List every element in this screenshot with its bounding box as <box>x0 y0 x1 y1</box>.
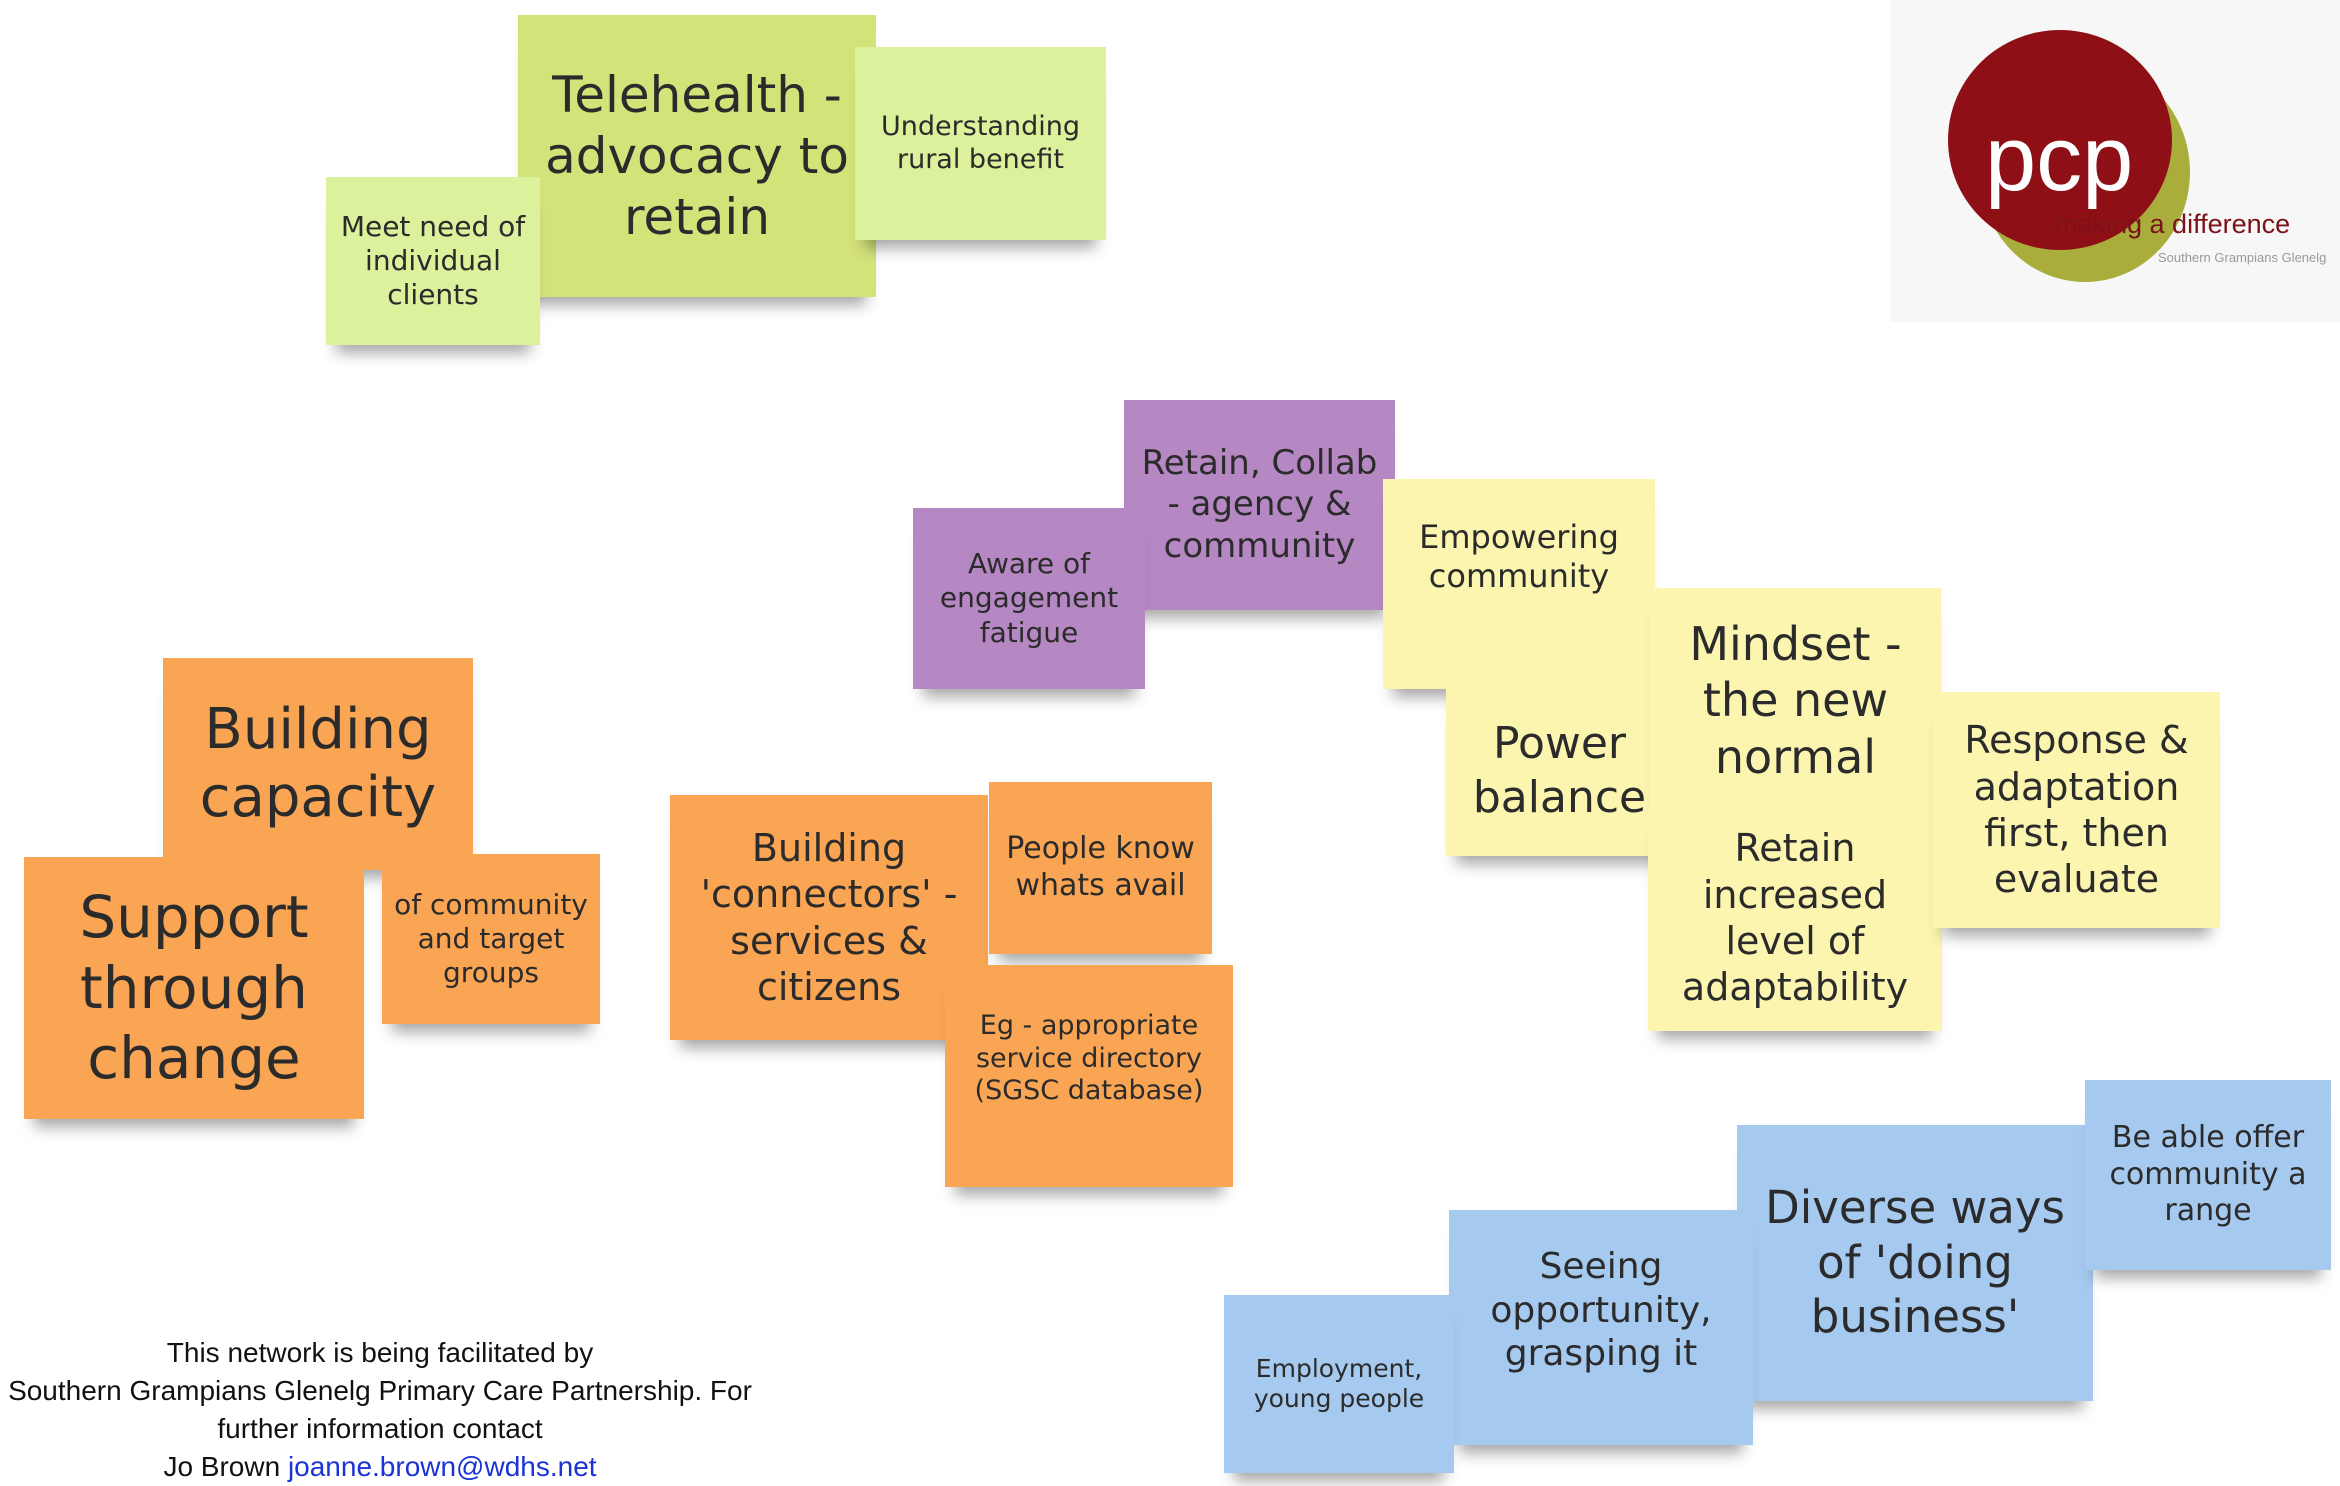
sticky-note-employment: Employment, young people <box>1224 1295 1454 1473</box>
footer-line-1: This network is being facilitated by <box>166 1337 594 1368</box>
sticky-note-seeing-opportunity: Seeing opportunity, grasping it <box>1449 1210 1753 1445</box>
footer-contact: Jo Brown joanne.brown@wdhs.net <box>0 1448 820 1486</box>
footer-line-2: Southern Grampians Glenelg Primary Care … <box>8 1375 752 1406</box>
sticky-note-retain-adaptability: Retain increased level of adaptability <box>1648 805 1942 1031</box>
sticky-note-building-connectors: Building 'connectors' - services & citiz… <box>670 795 988 1040</box>
sticky-note-building-capacity: Building capacity <box>163 658 473 870</box>
sticky-note-response-adaptation: Response & adaptation first, then evalua… <box>1933 692 2220 928</box>
sticky-note-mindset: Mindset - the new normal <box>1650 588 1941 813</box>
sticky-note-offer-range: Be able offer community a range <box>2085 1080 2331 1270</box>
logo-text: pcp <box>1985 108 2133 210</box>
sticky-note-retain-collab: Retain, Collab - agency & community <box>1124 400 1395 610</box>
logo-red-circle <box>1948 30 2172 250</box>
logo-subtext: Southern Grampians Glenelg <box>2158 250 2326 265</box>
pcp-logo: pcp making a difference Southern Grampia… <box>1890 0 2340 322</box>
sticky-note-people-know: People know whats avail <box>989 782 1212 954</box>
sticky-note-support-change: Support through change <box>24 857 364 1119</box>
sticky-note-individual-clients: Meet need of individual clients <box>326 177 540 345</box>
sticky-note-rural-benefit: Understanding rural benefit <box>855 47 1106 240</box>
contact-name: Jo Brown <box>163 1451 281 1482</box>
sticky-note-empowering: Empowering community <box>1383 479 1655 689</box>
logo-tagline: making a difference <box>2055 209 2290 239</box>
sticky-note-diverse-ways: Diverse ways of 'doing business' <box>1737 1125 2093 1401</box>
sticky-note-power-balance: Power balance <box>1446 686 1673 856</box>
sticky-note-engagement-fatigue: Aware of engagement fatigue <box>913 508 1145 689</box>
footer-line-3: further information contact <box>217 1413 543 1444</box>
pcp-logo-graphic: pcp making a difference Southern Grampia… <box>1948 30 2326 282</box>
sticky-note-telehealth: Telehealth - advocacy to retain <box>518 15 876 297</box>
sticky-note-community-groups: of community and target groups <box>382 854 600 1024</box>
facilitation-note: This network is being facilitated by Sou… <box>0 1334 820 1486</box>
contact-email-link[interactable]: joanne.brown@wdhs.net <box>287 1451 597 1482</box>
sticky-note-service-directory: Eg - appropriate service directory (SGSC… <box>945 965 1233 1187</box>
